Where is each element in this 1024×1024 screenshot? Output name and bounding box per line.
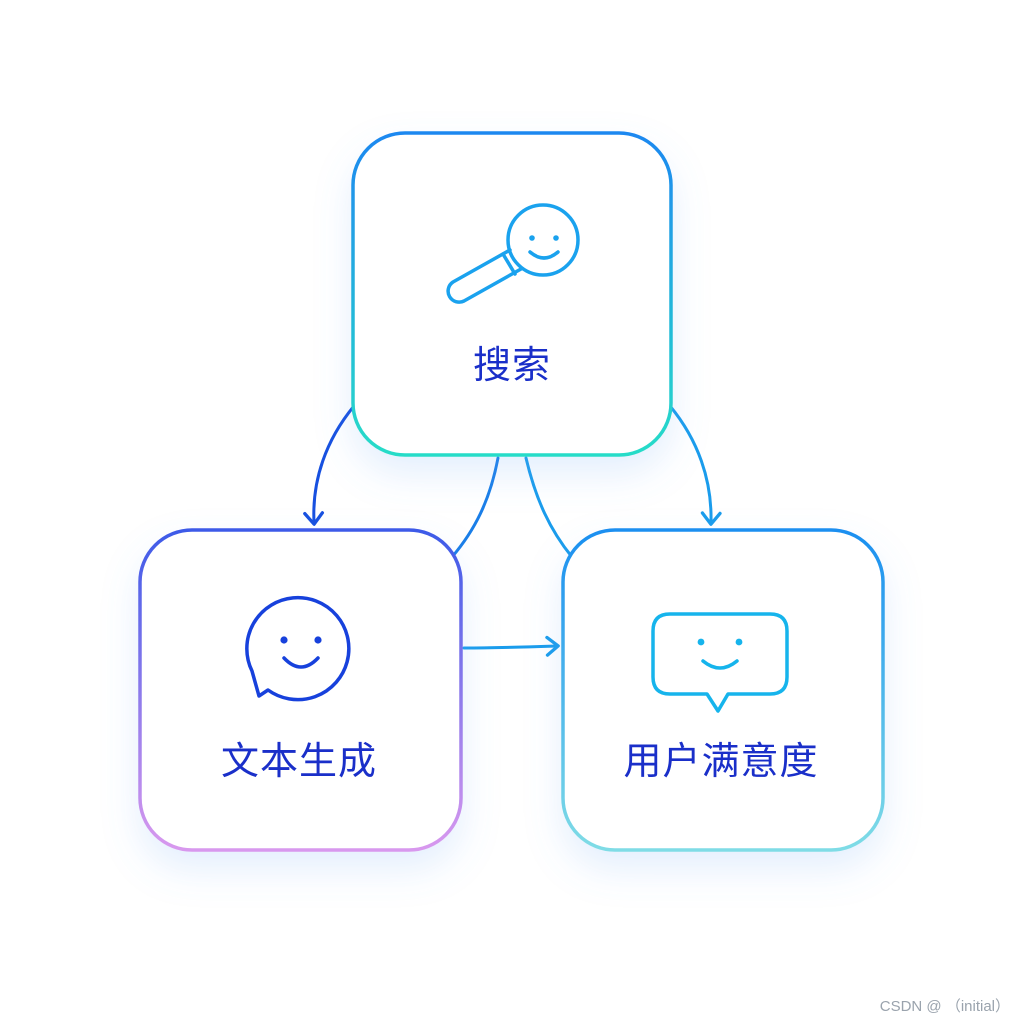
- connector-search-down-left: [450, 456, 500, 559]
- edge-search-to-user-satisfaction: [668, 404, 722, 526]
- connector-search-down-right: [524, 456, 574, 559]
- chat-bubble-smiley-icon: [245, 595, 351, 702]
- speech-box-smiley-icon: [651, 612, 789, 713]
- edges: [303, 404, 722, 657]
- node-search-box: [351, 131, 673, 457]
- node-search-label: 搜索: [473, 343, 551, 387]
- magnifier-smiley-icon: [446, 203, 580, 304]
- node-user-satisfaction-box: [561, 528, 885, 852]
- node-text-generation-label: 文本生成: [221, 739, 377, 783]
- edge-text-generation-to-user-satisfaction: [462, 635, 560, 657]
- node-search[interactable]: 搜索: [351, 131, 673, 457]
- node-user-satisfaction-label: 用户满意度: [623, 739, 818, 783]
- watermark: CSDN @ （initial）: [879, 998, 1010, 1015]
- node-text-generation[interactable]: 文本生成: [138, 528, 463, 852]
- node-user-satisfaction[interactable]: 用户满意度: [561, 528, 885, 852]
- edge-search-to-text-generation: [303, 404, 356, 526]
- node-text-generation-box: [138, 528, 463, 852]
